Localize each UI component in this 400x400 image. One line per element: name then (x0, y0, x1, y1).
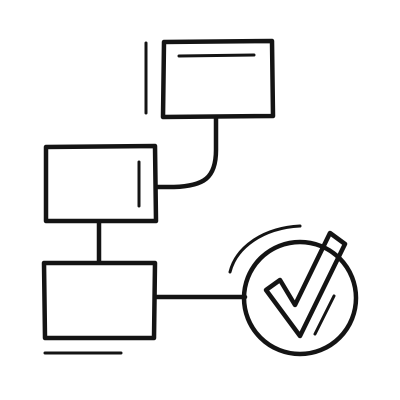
middle-node (43, 143, 159, 224)
checkmark-icon (263, 230, 348, 339)
middle-node-box (43, 143, 159, 224)
connector-top-to-middle (153, 114, 219, 190)
check-circle-accent-arc (228, 224, 302, 274)
checkmark-accent-line (313, 294, 336, 336)
bottom-node (41, 260, 158, 355)
check-badge (228, 224, 359, 357)
top-node-text-line (177, 53, 256, 58)
top-node (144, 38, 276, 120)
check-circle (241, 239, 359, 357)
bottom-node-box (41, 260, 158, 341)
top-node-box (160, 38, 276, 120)
